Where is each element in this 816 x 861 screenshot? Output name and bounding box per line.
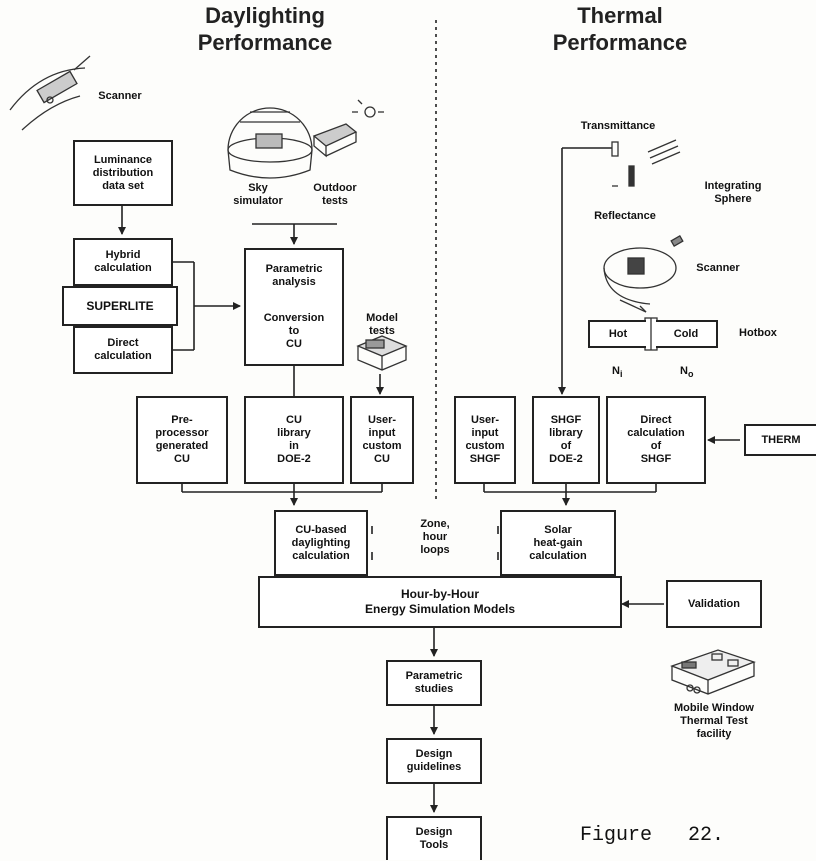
zone-hour-loops-label: Zone, hour loops	[420, 518, 450, 556]
daylighting-heading: Daylighting Performance	[197, 3, 333, 55]
shgf-library-box: SHGF library of DOE-2	[532, 396, 600, 484]
solar-heat-gain-box: Solar heat-gain calculation	[500, 510, 616, 576]
validation-box: Validation	[666, 580, 762, 628]
right-scanner-label: Scanner	[696, 262, 740, 274]
parametric-conversion-box: Parametric analysis Conversion to CU	[244, 248, 344, 366]
n-o-main: N	[680, 365, 688, 377]
user-shgf-box: User- input custom SHGF	[454, 396, 516, 484]
design-guidelines-box: Design guidelines	[386, 738, 482, 784]
mobile-facility-icon	[670, 649, 756, 695]
n-i-main: N	[612, 365, 620, 377]
parametric-analysis-label: Parametric analysis	[265, 263, 323, 289]
hotbox-hot-box: Hot	[588, 320, 646, 348]
luminance-box: Luminance distribution data set	[73, 140, 173, 206]
integrating-sphere-icon	[611, 139, 681, 187]
n-i-label: Ni	[612, 352, 642, 381]
sky-simulator-icon	[227, 107, 313, 179]
outdoor-test-icon	[312, 99, 384, 158]
scanner-icon	[9, 55, 91, 131]
preprocessor-box: Pre- processor generated CU	[136, 396, 228, 484]
figure-caption: Figure 22.	[580, 824, 725, 847]
therm-box: THERM	[744, 424, 816, 456]
reflectance-label: Reflectance	[594, 210, 656, 222]
parametric-studies-box: Parametric studies	[386, 660, 482, 706]
n-i-sub: i	[619, 369, 623, 380]
direct-shgf-box: Direct calculation of SHGF	[606, 396, 706, 484]
outdoor-tests-label: Outdoor tests	[313, 182, 357, 207]
integrating-sphere-label: Integrating Sphere	[704, 180, 762, 205]
mobile-facility-label: Mobile Window Thermal Test facility	[674, 702, 754, 740]
reflectance-scanner-icon	[603, 235, 684, 313]
direct-calculation-box: Direct calculation	[73, 326, 173, 374]
conversion-label: Conversion to CU	[263, 311, 325, 350]
n-o-sub: o	[687, 369, 694, 380]
hybrid-calculation-box: Hybrid calculation	[73, 238, 173, 286]
cu-daylighting-box: CU-based daylighting calculation	[274, 510, 368, 576]
transmittance-label: Transmittance	[580, 120, 656, 132]
cu-library-box: CU library in DOE-2	[244, 396, 344, 484]
model-test-icon	[356, 335, 408, 371]
user-cu-box: User- input custom CU	[350, 396, 414, 484]
thermal-heading: Thermal Performance	[552, 3, 688, 55]
scanner-label: Scanner	[98, 90, 142, 102]
superlite-box: SUPERLITE	[62, 286, 178, 326]
sky-simulator-label: Sky simulator	[233, 182, 283, 207]
design-tools-box: Design Tools	[386, 816, 482, 860]
hour-by-hour-box: Hour-by-Hour Energy Simulation Models	[258, 576, 622, 628]
hotbox-label: Hotbox	[739, 327, 777, 339]
hotbox-cold-box: Cold	[656, 320, 718, 348]
model-tests-label: Model tests	[366, 312, 398, 337]
n-o-label: No	[680, 352, 710, 381]
